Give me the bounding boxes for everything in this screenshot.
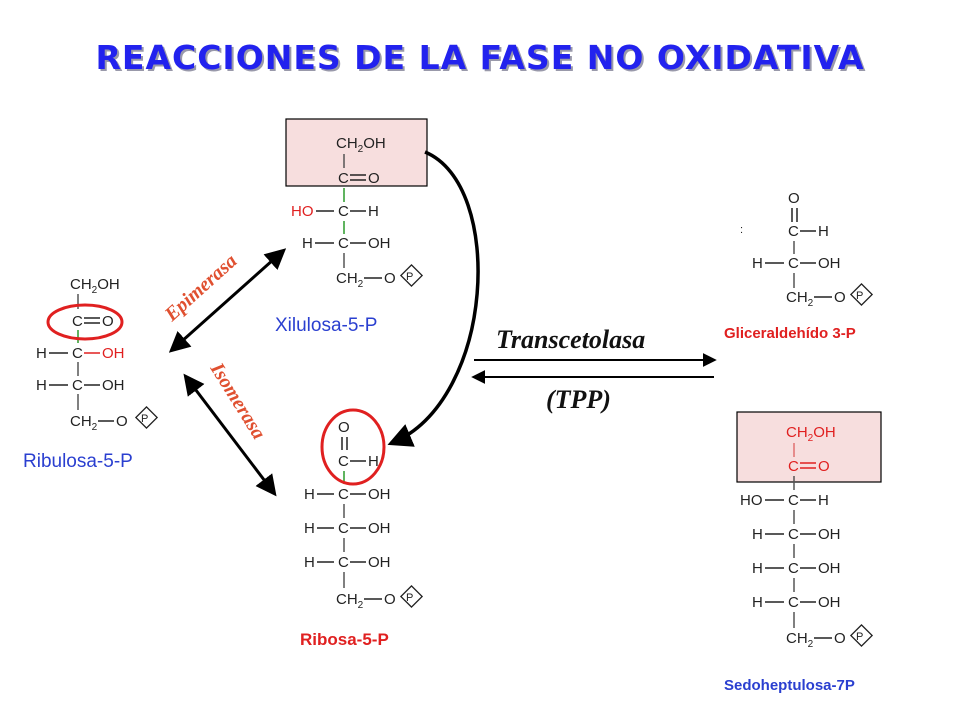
svg-text:O: O	[384, 591, 396, 608]
svg-text:OH: OH	[368, 486, 391, 503]
gliceraldehido-label: Gliceraldehído 3-P	[724, 325, 856, 342]
svg-text:OH: OH	[368, 554, 391, 571]
sedoheptulosa-highlight-box	[736, 411, 882, 483]
xilulosa-structure: CH2OH C O HO C H H C OH CH2 O P	[291, 135, 424, 290]
gliceraldehido-structure: O : C H H C OH CH2 O P	[740, 190, 874, 309]
svg-text:H: H	[36, 377, 47, 394]
svg-text:CH2: CH2	[336, 591, 364, 611]
svg-text:C: C	[338, 554, 349, 571]
svg-text:O: O	[116, 413, 128, 430]
phosphate-icon: P	[399, 584, 424, 609]
svg-text:O: O	[834, 289, 846, 306]
svg-text:CH2: CH2	[786, 289, 814, 309]
svg-text:C: C	[788, 526, 799, 543]
svg-text:C: C	[788, 594, 799, 611]
svg-text:P: P	[406, 271, 413, 283]
svg-text:C: C	[72, 345, 83, 362]
svg-text:CH2OH: CH2OH	[336, 135, 386, 155]
svg-text::: :	[740, 224, 743, 236]
svg-text:H: H	[304, 554, 315, 571]
svg-text:O: O	[338, 419, 350, 436]
svg-text:H: H	[302, 235, 313, 252]
svg-text:CH2: CH2	[336, 270, 364, 290]
svg-text:H: H	[36, 345, 47, 362]
xilulosa-to-ribosa-curved-arrow	[387, 150, 480, 447]
svg-text:OH: OH	[102, 345, 125, 362]
svg-text:HO: HO	[291, 203, 314, 220]
transcetolasa-label: Transcetolasa	[496, 325, 645, 354]
page-title: REACCIONES DE LA FASE NO OXIDATIVA	[95, 38, 865, 77]
svg-text:O: O	[818, 458, 830, 475]
phosphate-icon: P	[134, 405, 159, 430]
svg-text:C: C	[338, 453, 349, 470]
phosphate-icon: P	[399, 263, 424, 288]
svg-text:H: H	[304, 520, 315, 537]
svg-text:OH: OH	[102, 377, 125, 394]
svg-text:CH2: CH2	[70, 413, 98, 433]
svg-text:H: H	[368, 203, 379, 220]
sedoheptulosa-label: Sedoheptulosa-7P	[724, 677, 855, 694]
svg-text:O: O	[102, 313, 114, 330]
svg-text:H: H	[752, 560, 763, 577]
tpp-cofactor-label: (TPP)	[546, 385, 611, 414]
svg-text:P: P	[406, 592, 413, 604]
svg-text:H: H	[818, 492, 829, 509]
svg-text:P: P	[141, 413, 148, 425]
svg-text:C: C	[788, 255, 799, 272]
svg-text:C: C	[72, 313, 83, 330]
svg-text:C: C	[788, 458, 799, 475]
svg-text:C: C	[338, 520, 349, 537]
svg-text:CH2OH: CH2OH	[70, 276, 120, 296]
svg-text:C: C	[338, 486, 349, 503]
svg-text:C: C	[338, 203, 349, 220]
svg-text:OH: OH	[818, 560, 841, 577]
svg-text:OH: OH	[818, 594, 841, 611]
phosphate-icon: P	[849, 282, 874, 307]
ribosa-structure: O C H H C OH H C OH H C OH CH2 O P	[304, 419, 424, 611]
isomerasa-label: Isomerasa	[205, 358, 270, 443]
ribulosa-structure: CH2OH C O H C OH H C OH CH2 O P	[36, 276, 159, 433]
ribosa-aldehyde-circle	[320, 408, 386, 486]
svg-text:OH: OH	[368, 235, 391, 252]
xilulosa-label: Xilulosa-5-P	[275, 315, 377, 336]
epimerasa-label: Epimerasa	[160, 250, 242, 327]
svg-text:OH: OH	[818, 255, 841, 272]
svg-text:H: H	[304, 486, 315, 503]
phosphate-icon: P	[849, 623, 874, 648]
svg-text:CH2OH: CH2OH	[786, 424, 836, 444]
svg-text:O: O	[834, 630, 846, 647]
svg-text:C: C	[338, 235, 349, 252]
svg-text:C: C	[788, 492, 799, 509]
svg-text:C: C	[788, 560, 799, 577]
sedoheptulosa-structure: CH2OH C O HO C H H C OH H C OH H C OH CH…	[740, 424, 874, 650]
svg-text:HO: HO	[740, 492, 763, 509]
svg-text:OH: OH	[368, 520, 391, 537]
svg-text:O: O	[368, 170, 380, 187]
ribosa-label: Ribosa-5-P	[300, 630, 389, 649]
svg-text:C: C	[72, 377, 83, 394]
svg-text:C: C	[788, 223, 799, 240]
svg-text:P: P	[856, 631, 863, 643]
svg-text:H: H	[752, 594, 763, 611]
svg-text:H: H	[752, 255, 763, 272]
xilulosa-highlight-box	[285, 118, 428, 187]
epimerasa-arrow	[168, 248, 287, 353]
svg-text:CH2: CH2	[786, 630, 814, 650]
ribulosa-label: Ribulosa-5-P	[23, 451, 133, 472]
isomerasa-arrow	[183, 373, 277, 497]
svg-text:P: P	[856, 290, 863, 302]
ribulosa-carbonyl-circle	[46, 303, 124, 341]
svg-text:O: O	[788, 190, 800, 207]
svg-text:O: O	[384, 270, 396, 287]
svg-text:H: H	[752, 526, 763, 543]
svg-text:OH: OH	[818, 526, 841, 543]
svg-text:C: C	[338, 170, 349, 187]
svg-text:H: H	[818, 223, 829, 240]
svg-text:H: H	[368, 453, 379, 470]
